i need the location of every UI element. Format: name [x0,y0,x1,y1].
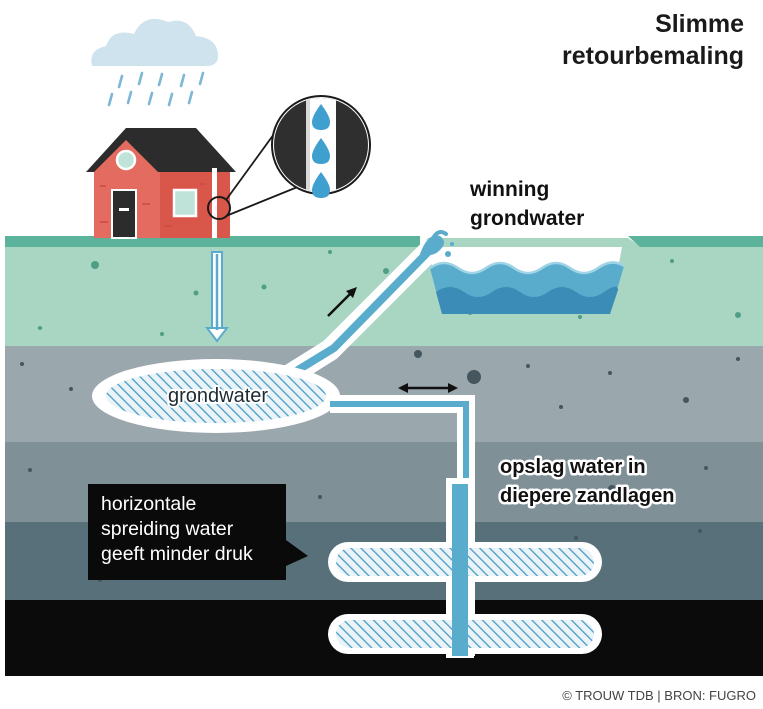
winning-label-line-1: winning [469,178,549,201]
source-credit: © TROUW TDB | BRON: FUGRO [562,688,756,703]
soil-layers [5,236,763,676]
double-arrow-icon [398,383,458,393]
callout-line-1: horizontale [101,493,196,515]
groundwater-body [92,359,340,433]
rain-cloud-icon [91,18,218,107]
arrow-up-right-icon [327,287,357,317]
house-icon [86,128,236,239]
winning-label-line-2: grondwater [470,207,584,230]
callout-line-2: spreiding water [101,518,234,540]
storage-lenses [328,540,602,656]
arrow-down-icon [204,251,230,343]
water-spout-icon [420,230,454,257]
storage-label-line-2: diepere zandlagen [500,485,675,507]
house-door [111,189,137,239]
water-drop-icon [312,104,330,198]
pond [428,247,625,314]
title-line-1: Slimme [655,10,744,38]
gutter-magnifier [225,95,371,217]
storage-label-line-1: opslag water in [500,456,646,478]
grass-strip [5,236,763,247]
groundwater-label: grondwater [168,385,268,407]
callout-box [88,484,308,580]
title-line-2: retourbemaling [562,42,744,70]
callout-line-3: geeft minder druk [101,543,253,565]
house-window [172,188,198,218]
